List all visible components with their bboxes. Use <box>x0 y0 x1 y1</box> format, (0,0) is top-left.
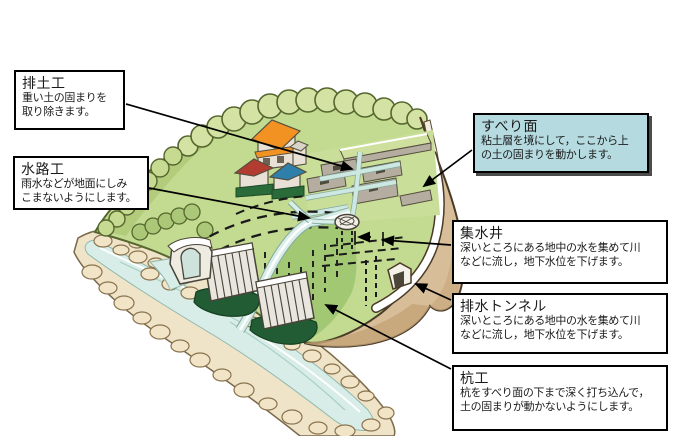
label-body-line2: などに流し，地下水位を下げます。 <box>460 329 629 342</box>
leader-haisui <box>414 283 452 301</box>
leader-haidoko <box>125 103 354 172</box>
label-title: 排水トンネル <box>460 298 547 314</box>
label-body-line2: などに流し，地下水位を下げます。 <box>460 256 629 269</box>
house-orange <box>250 119 309 171</box>
house-blue <box>268 162 308 200</box>
label-box-drainage-tunnel: 排水トンネル 深いところにある地中の水を集めて川 などに流し，地下水位を下げます… <box>452 293 668 354</box>
label-box-soil-removal: 排土工 重い土の固まりを 取り除きます。 <box>14 70 125 130</box>
leader-kuiko <box>324 304 452 370</box>
label-title: 排土工 <box>22 75 66 91</box>
culvert <box>148 237 213 291</box>
label-title: 水路工 <box>21 161 65 177</box>
label-body-line2: 取り除きます。 <box>22 106 96 119</box>
leader-suiroko <box>148 187 311 222</box>
bushes <box>97 87 428 241</box>
drainage-tunnel-portal <box>387 262 412 290</box>
label-body-line1: 重い土の固まりを <box>22 92 107 105</box>
label-body-line2: 土の固まりが動かないようにします。 <box>460 401 639 414</box>
house-red <box>233 158 275 198</box>
houses <box>233 119 309 200</box>
label-box-water-channel: 水路工 雨水などが地面にしみ こまないようにします。 <box>13 156 149 210</box>
drainage-channel <box>235 199 352 333</box>
label-title: すべり面 <box>481 118 539 134</box>
label-body-line1: 杭をすべり面の下まで深く打ち込んで， <box>460 387 650 400</box>
label-title: 集水井 <box>460 225 504 241</box>
label-body-line2: こまないようにします。 <box>21 192 137 205</box>
retaining-wall-piles <box>193 242 318 345</box>
label-body-line1: 粘土層を境にして，ここから上 <box>481 135 629 148</box>
label-body-line1: 深いところにある地中の水を集めて川 <box>460 315 641 328</box>
leader-suberimen <box>422 149 473 188</box>
label-box-slip-surface: すべり面 粘土層を境にして，ここから上 の土の固まりを動かします。 <box>473 113 649 173</box>
leader-lines <box>125 103 473 370</box>
collecting-well <box>334 213 360 252</box>
leader-shusuisei <box>381 235 452 247</box>
label-body-line1: 雨水などが地面にしみ <box>21 178 127 191</box>
label-body-line1: 深いところにある地中の水を集めて川 <box>460 242 641 255</box>
label-body-line2: の土の固まりを動かします。 <box>481 149 618 162</box>
label-title: 杭工 <box>460 370 489 386</box>
terraced-excavation <box>291 130 440 225</box>
label-box-collecting-well: 集水井 深いところにある地中の水を集めて川 などに流し，地下水位を下げます。 <box>452 220 668 284</box>
underground-dashed-pipes <box>321 236 407 306</box>
label-box-pile-work: 杭工 杭をすべり面の下まで深く打ち込んで， 土の固まりが動かないようにします。 <box>452 365 668 431</box>
river-bank-rocks <box>73 226 396 436</box>
